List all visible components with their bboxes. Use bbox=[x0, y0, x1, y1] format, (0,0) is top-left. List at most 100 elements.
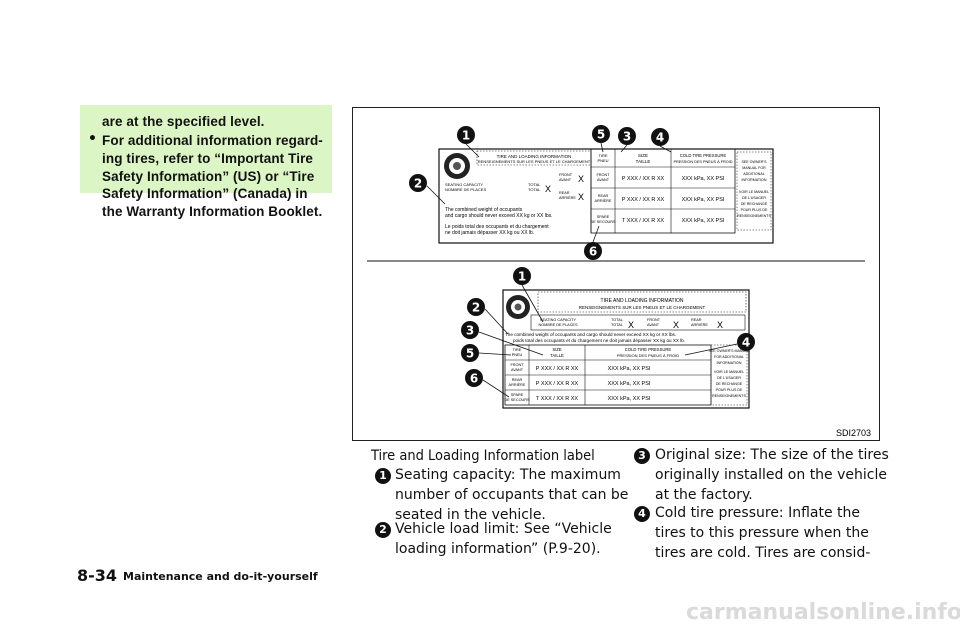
tire-icon bbox=[506, 295, 530, 319]
front-label: FRONT bbox=[647, 318, 661, 322]
see-manual-line: ADDITIONAL bbox=[743, 172, 765, 176]
front-pressure: XXX kPa, XX PSI bbox=[608, 366, 651, 372]
size-header-fr: TAILLE bbox=[550, 353, 564, 358]
label-subtitle: RENSEIGNEMENTS SUR LES PNEUS ET LE CHARG… bbox=[579, 305, 706, 310]
top-callouts: 1 2 5 3 4 bbox=[409, 125, 672, 260]
row-rear-fr: ARRIÈRE bbox=[595, 198, 612, 203]
rear-size: P XXX / XX R XX bbox=[622, 197, 665, 203]
bottom-callouts: 1 2 3 5 6 bbox=[461, 267, 755, 398]
bottom-tire-label: TIRE AND LOADING INFORMATION RENSEIGNEME… bbox=[502, 289, 750, 409]
see-manual-line: DE L'USAGER bbox=[742, 196, 766, 200]
callout-number: 1 bbox=[518, 270, 526, 284]
item-text: tires to this pressure when the bbox=[655, 525, 869, 541]
spare-size: T XXX / XX R XX bbox=[536, 396, 578, 402]
row-rear: REAR bbox=[512, 378, 523, 382]
spare-size: T XXX / XX R XX bbox=[622, 218, 664, 224]
note-line: Safety Information” (Canada) in bbox=[102, 186, 308, 201]
callout-5-bottom: 5 bbox=[461, 344, 512, 362]
callout-number: 5 bbox=[466, 347, 474, 361]
watermark: carmanualsonline.info bbox=[686, 600, 960, 625]
see-manual-line: DE L'USAGER bbox=[717, 376, 741, 380]
row-rear: REAR bbox=[598, 194, 609, 198]
row-spare-fr: DE SECOURS bbox=[504, 398, 530, 402]
see-manual-line: POUR PLUS DE bbox=[741, 208, 768, 212]
note-line: are at the specified level. bbox=[102, 114, 265, 129]
see-manual-line: RENSEIGNEMENTS bbox=[737, 214, 771, 218]
page-number: 8-34 bbox=[77, 566, 118, 585]
rear-label-fr: ARRIÈRE bbox=[559, 195, 576, 200]
note-line: Safety Information” (US) or “Tire bbox=[102, 169, 315, 184]
see-manual-line: FOR ADDITIONAL bbox=[714, 355, 744, 359]
see-manual-line: POUR PLUS DE bbox=[716, 388, 743, 392]
seating-label: SEATING CAPACITY bbox=[445, 182, 483, 187]
cold-pressure-header-fr: PRESSION DES PNEUS À FROID bbox=[617, 353, 679, 358]
item-text: Cold tire pressure: Inflate the bbox=[655, 505, 861, 521]
front-label-fr: AVANT bbox=[559, 178, 572, 182]
french-text: poids total des occupants et du chargeme… bbox=[513, 338, 685, 343]
callout-number: 1 bbox=[462, 129, 470, 143]
callout-number: 2 bbox=[472, 301, 480, 315]
callout-4-bottom: 4 bbox=[684, 333, 755, 356]
cold-pressure-header-fr: PRESSION DES PNEUS À FROID bbox=[673, 160, 732, 164]
note-line: the Warranty Information Booklet. bbox=[102, 204, 323, 219]
tire-label-fr: PNEU bbox=[512, 353, 523, 357]
spare-pressure: XXX kPa, XX PSI bbox=[682, 218, 725, 224]
french-text: ne doit jamais dépasser XX kg ou XX lb. bbox=[445, 230, 534, 236]
item-text: loading information” (P.9-20). bbox=[395, 541, 601, 557]
callout-1-bottom: 1 bbox=[513, 267, 544, 323]
row-front-fr: AVANT bbox=[511, 368, 524, 372]
total-label-fr: TOTAL bbox=[611, 323, 623, 327]
total-x: X bbox=[628, 320, 634, 330]
tire-icon bbox=[444, 153, 470, 179]
section-title: Maintenance and do-it-yourself bbox=[123, 570, 318, 583]
front-label-fr: AVANT bbox=[647, 323, 660, 327]
callout-number: 6 bbox=[470, 372, 478, 386]
total-label: TOTAL bbox=[528, 182, 541, 187]
front-label: FRONT bbox=[559, 173, 573, 177]
row-spare-fr: DE SECOURS bbox=[590, 220, 616, 224]
callout-3-bottom: 3 bbox=[461, 321, 544, 356]
see-manual-line: INFORMATION bbox=[742, 178, 767, 182]
tire-label-figure: TIRE AND LOADING INFORMATION RENSEIGNEME… bbox=[352, 107, 880, 441]
row-front: FRONT bbox=[596, 173, 610, 177]
rear-label-fr: ARRIÈRE bbox=[691, 322, 708, 327]
label-title: TIRE AND LOADING INFORMATION bbox=[497, 154, 572, 159]
rear-pressure: XXX kPa, XX PSI bbox=[682, 197, 725, 203]
rear-x: X bbox=[578, 192, 584, 202]
callout-2-top: 2 bbox=[409, 174, 446, 205]
front-size: P XXX / XX R XX bbox=[536, 366, 579, 372]
item-text: Seating capacity: The maximum bbox=[395, 467, 621, 483]
see-manual-line: VOIR LE MANUEL bbox=[739, 190, 769, 194]
label-title: TIRE AND LOADING INFORMATION bbox=[601, 298, 684, 304]
item-number-badge: 1 bbox=[375, 468, 391, 484]
item-text: seated in the vehicle. bbox=[395, 507, 546, 523]
total-x: X bbox=[545, 184, 551, 194]
see-manual-line: RENSEIGNEMENTS bbox=[712, 394, 746, 398]
see-manual-line: VOIR LE MANUEL bbox=[714, 370, 744, 374]
see-manual-line: INFORMATION bbox=[717, 361, 742, 365]
tire-label: TIRE bbox=[513, 348, 522, 352]
callout-6-bottom: 6 bbox=[465, 369, 510, 398]
row-front-fr: AVANT bbox=[597, 178, 610, 182]
callout-number: 3 bbox=[466, 324, 474, 338]
front-x: X bbox=[673, 320, 679, 330]
see-manual-line: SEE OWNER'S MANUAL bbox=[708, 349, 749, 353]
spare-pressure: XXX kPa, XX PSI bbox=[608, 396, 651, 402]
see-manual-line: SEE OWNER'S bbox=[741, 160, 767, 164]
rear-pressure: XXX kPa, XX PSI bbox=[608, 381, 651, 387]
callout-3-top: 3 bbox=[618, 127, 636, 153]
callout-6-top: 6 bbox=[584, 225, 602, 260]
item-text: number of occupants that can be bbox=[395, 487, 629, 503]
rear-size: P XXX / XX R XX bbox=[536, 381, 579, 387]
label-subtitle: RENSEIGNEMENTS SUR LES PNEUS ET LE CHARG… bbox=[478, 159, 591, 164]
item-number-badge: 4 bbox=[634, 506, 650, 522]
front-pressure: XXX kPa, XX PSI bbox=[682, 176, 725, 182]
callout-number: 5 bbox=[597, 128, 605, 142]
callout-number: 4 bbox=[656, 131, 664, 145]
row-spare: SPARE bbox=[511, 393, 524, 397]
tire-label-fr: PNEU bbox=[597, 158, 608, 163]
callout-number: 2 bbox=[414, 177, 422, 191]
total-label: TOTAL bbox=[611, 318, 623, 322]
tire-label: TIRE bbox=[598, 153, 607, 158]
seating-label-fr: NOMBRE DE PLACES bbox=[445, 187, 486, 192]
